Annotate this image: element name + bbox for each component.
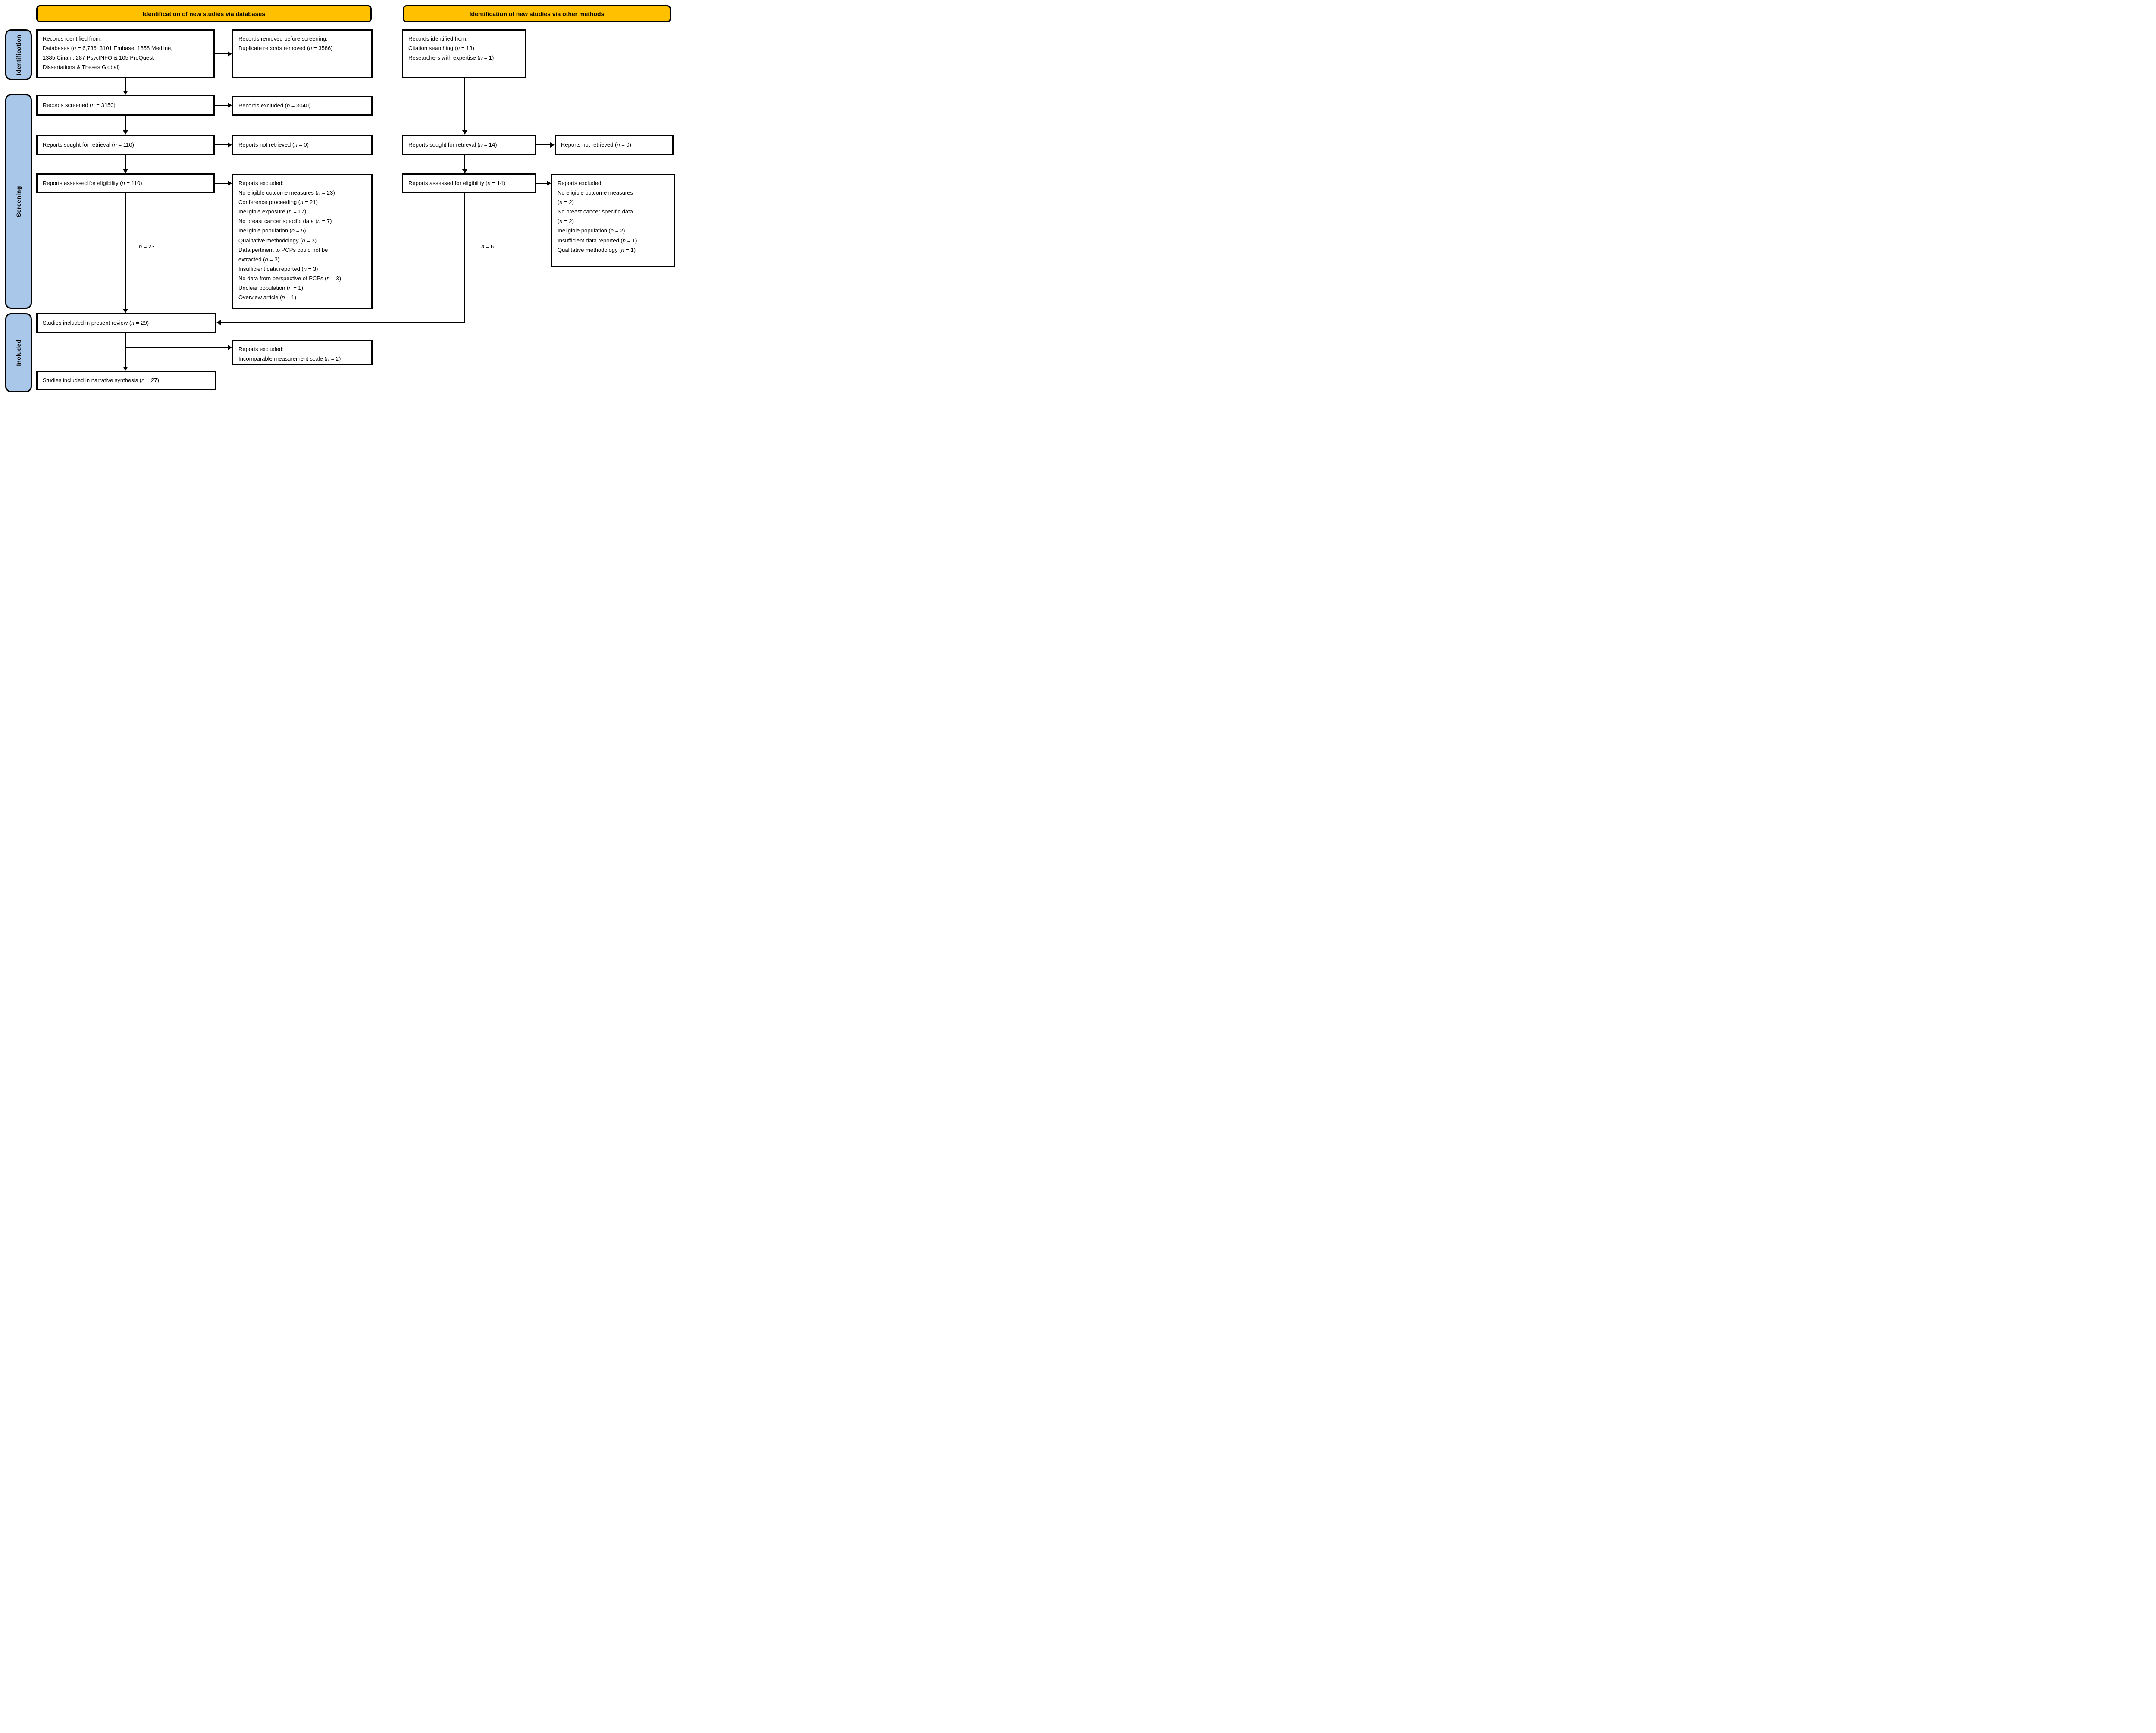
arrowhead-db-assessed <box>123 169 128 173</box>
box-included-reports-excluded-text: Reports excluded:Incomparable measuremen… <box>238 346 341 362</box>
flow-count-n6: n = 6 <box>481 243 494 250</box>
box-db-records-excluded: Records excluded (n = 3040) <box>232 96 373 116</box>
header-other-methods: Identification of new studies via other … <box>403 5 671 22</box>
connector-db-sought-to-assessed <box>125 155 126 170</box>
box-included-present-review: Studies included in present review (n = … <box>36 313 216 333</box>
connector-assessed-to-excluded <box>215 183 228 184</box>
prisma-flow-diagram: Identification of new studies via databa… <box>0 0 676 395</box>
arrowhead-db-screened <box>123 91 128 95</box>
arrowhead-om-included-review <box>216 320 221 325</box>
arrowhead-records-removed <box>228 51 232 57</box>
connector-om-identified-to-sought <box>464 78 465 131</box>
connector-om-assessed-down <box>464 193 465 323</box>
box-om-reports-sought: Reports sought for retrieval (n = 14) <box>402 135 536 155</box>
box-om-records-identified-text: Records identified from:Citation searchi… <box>408 35 494 61</box>
connector-review-to-synthesis <box>125 333 126 367</box>
box-db-reports-not-retrieved: Reports not retrieved (n = 0) <box>232 135 373 155</box>
box-om-reports-assessed: Reports assessed for eligibility (n = 14… <box>402 173 536 193</box>
stage-screening-label: Screening <box>15 185 22 217</box>
box-om-reports-excluded-text: Reports excluded:No eligible outcome mea… <box>558 180 637 253</box>
stage-included: Included <box>5 313 32 392</box>
arrowhead-reports-excluded <box>228 181 232 186</box>
box-db-reports-excluded-text: Reports excluded:No eligible outcome mea… <box>238 180 342 301</box>
box-included-narrative-synthesis: Studies included in narrative synthesis … <box>36 371 216 390</box>
box-included-reports-excluded: Reports excluded:Incomparable measuremen… <box>232 340 373 365</box>
arrowhead-narrative-synthesis <box>123 367 128 371</box>
box-db-reports-assessed: Reports assessed for eligibility (n = 11… <box>36 173 215 193</box>
stage-identification: Identification <box>5 29 32 80</box>
connector-db-identified-to-screened <box>125 78 126 91</box>
connector-identified-to-removed <box>215 53 228 54</box>
stage-included-label: Included <box>15 339 22 366</box>
box-db-records-removed-text: Records removed before screening:Duplica… <box>238 35 333 52</box>
box-db-reports-excluded: Reports excluded:No eligible outcome mea… <box>232 174 373 309</box>
box-included-present-review-text: Studies included in present review (n = … <box>43 319 149 326</box>
box-om-reports-sought-text: Reports sought for retrieval (n = 14) <box>408 141 497 148</box>
box-om-reports-not-retrieved-text: Reports not retrieved (n = 0) <box>561 141 631 148</box>
arrowhead-records-excluded <box>228 103 232 108</box>
box-om-records-identified: Records identified from:Citation searchi… <box>402 29 526 78</box>
arrowhead-om-reports-excluded <box>547 181 551 186</box>
arrowhead-incomparable-excluded <box>228 345 232 350</box>
box-db-records-screened: Records screened (n = 3150) <box>36 95 215 116</box>
connector-screened-to-excluded <box>215 105 228 106</box>
box-db-records-excluded-text: Records excluded (n = 3040) <box>238 102 311 109</box>
stage-identification-label: Identification <box>15 34 22 75</box>
box-db-records-identified: Records identified from:Databases (n = 6… <box>36 29 215 78</box>
connector-sought-to-not-retrieved <box>215 144 228 145</box>
box-db-reports-not-retrieved-text: Reports not retrieved (n = 0) <box>238 141 309 148</box>
box-db-reports-sought-text: Reports sought for retrieval (n = 110) <box>43 141 134 148</box>
connector-db-assessed-to-included <box>125 193 126 310</box>
box-om-reports-excluded: Reports excluded:No eligible outcome mea… <box>551 174 675 267</box>
box-db-reports-sought: Reports sought for retrieval (n = 110) <box>36 135 215 155</box>
connector-om-assessed-to-excluded <box>536 183 548 184</box>
connector-om-to-included-review <box>221 322 465 323</box>
connector-review-to-excluded <box>125 347 228 348</box>
box-db-records-screened-text: Records screened (n = 3150) <box>43 101 116 108</box>
arrowhead-om-not-retrieved <box>550 142 555 148</box>
arrowhead-db-sought <box>123 130 128 135</box>
box-db-records-identified-text: Records identified from:Databases (n = 6… <box>43 35 173 71</box>
box-om-reports-assessed-text: Reports assessed for eligibility (n = 14… <box>408 179 505 186</box>
arrowhead-not-retrieved <box>228 142 232 148</box>
arrowhead-om-assessed <box>462 169 467 173</box>
box-included-narrative-synthesis-text: Studies included in narrative synthesis … <box>43 377 159 383</box>
arrowhead-om-sought <box>462 130 467 135</box>
header-databases: Identification of new studies via databa… <box>36 5 372 22</box>
arrowhead-included-review <box>123 309 128 313</box>
flow-count-n23: n = 23 <box>139 243 155 250</box>
box-db-records-removed: Records removed before screening:Duplica… <box>232 29 373 78</box>
connector-om-sought-to-assessed <box>464 155 465 170</box>
stage-screening: Screening <box>5 94 32 309</box>
connector-db-screened-to-sought <box>125 116 126 131</box>
box-om-reports-not-retrieved: Reports not retrieved (n = 0) <box>555 135 674 155</box>
box-db-reports-assessed-text: Reports assessed for eligibility (n = 11… <box>43 179 142 186</box>
connector-om-sought-to-not-retrieved <box>536 144 551 145</box>
